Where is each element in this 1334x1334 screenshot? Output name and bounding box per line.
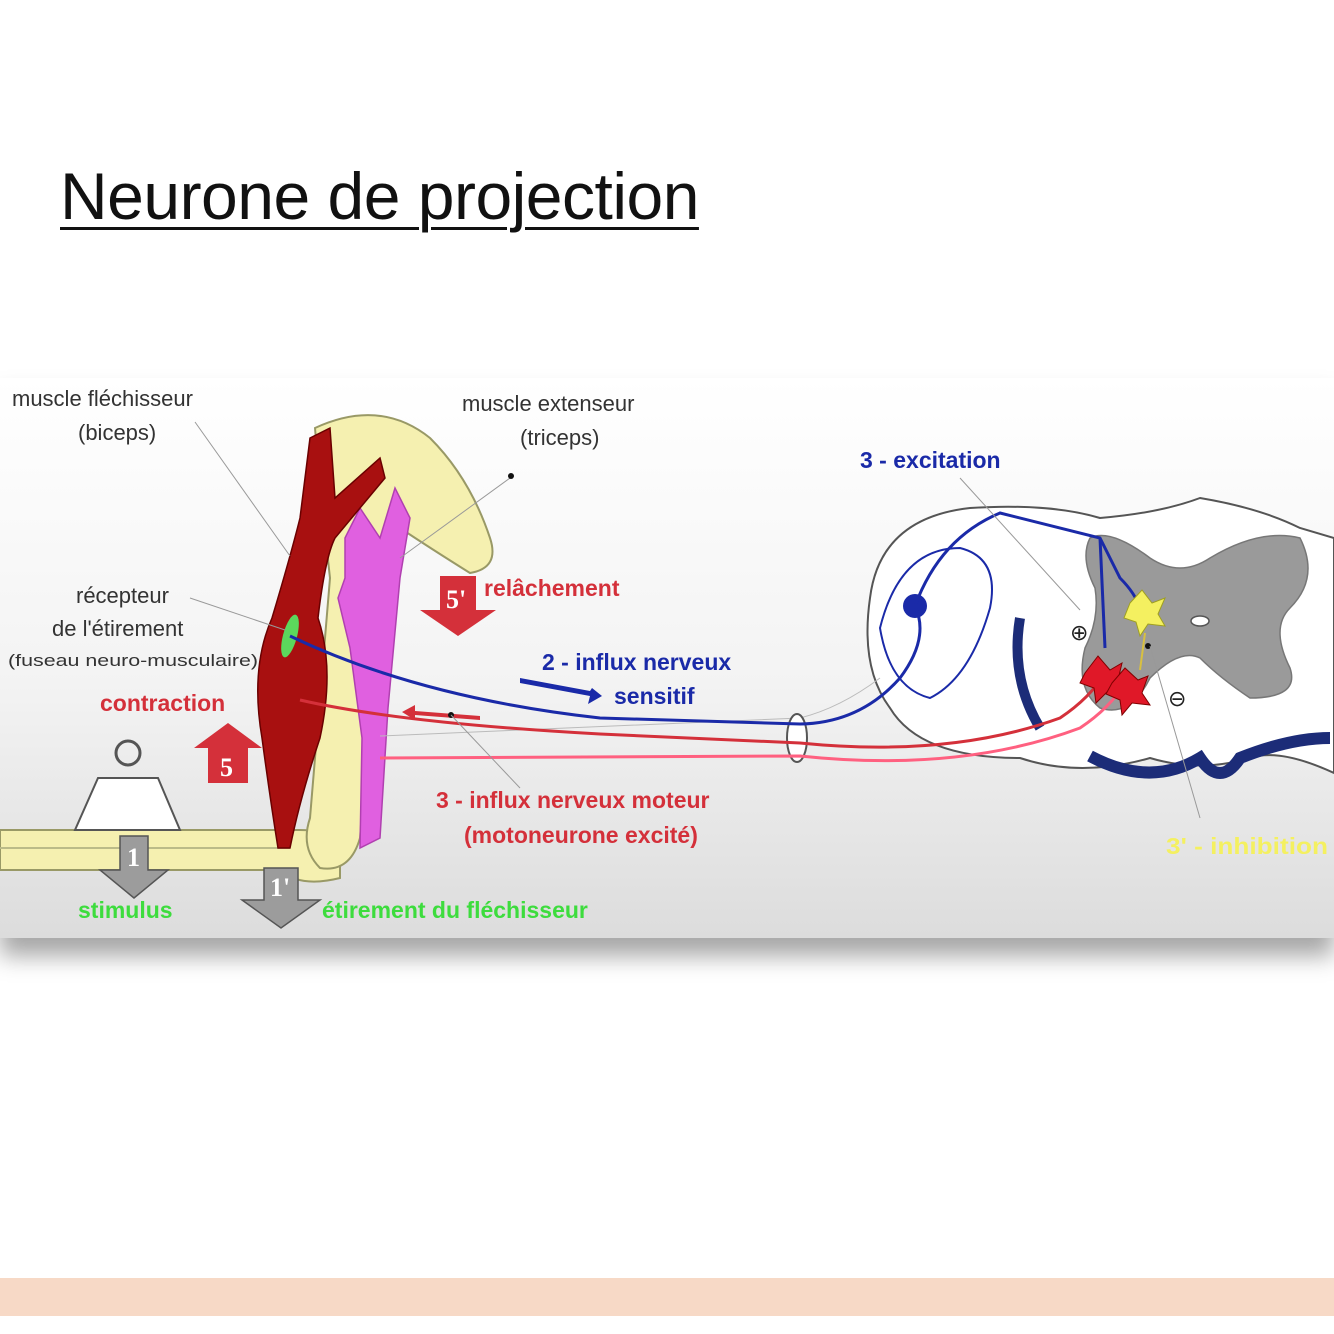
label-flexor-line1: muscle fléchisseur [12, 386, 193, 411]
inhibitory-interneuron [1123, 589, 1166, 638]
label-stretch: étirement du fléchisseur [322, 897, 588, 923]
step-number-contraction: 5 [220, 753, 233, 782]
sensory-pathway [289, 511, 1142, 726]
synapse-dot [1145, 643, 1151, 649]
dorsal-root-ganglion [878, 546, 993, 700]
pointer-line-motor [450, 714, 521, 789]
pointer-line-receptor [189, 597, 286, 631]
label-receptor-line3: (fuseau neuro-musculaire) [8, 651, 258, 670]
label-sensory-line2: sensitif [614, 683, 695, 709]
weight-ring [114, 739, 142, 767]
extensor-muscle [337, 485, 411, 850]
motor-direction-arrow [402, 705, 480, 720]
pointer-line-excitation [959, 477, 1081, 611]
central-canal [1190, 615, 1210, 627]
reflex-arc-diagram: 1 1' 5 5' ⊕ ⊖ muscle fléchisseur (biceps… [0, 386, 1334, 929]
motor-pathway-upper [299, 672, 1107, 749]
motor-pathway-lower [379, 682, 1127, 763]
sensory-direction-arrow [520, 678, 602, 704]
arrow-stretch [239, 867, 323, 929]
nerve-trunk-end [786, 713, 808, 763]
label-motor-line1: 3 - influx nerveux moteur [436, 787, 710, 813]
footer-band [0, 1278, 1334, 1316]
sensory-pathway-branch [1098, 537, 1107, 649]
dorsal-root-band [1012, 617, 1045, 731]
pointer-line-inhibition [1149, 645, 1201, 819]
pointer-line-flexor [194, 421, 291, 557]
arrow-contraction [194, 723, 262, 783]
arrow-relaxation [420, 576, 496, 636]
slide-title: Neurone de projection [60, 159, 699, 233]
flexor-muscle [257, 426, 386, 849]
step-number-stretch: 1' [270, 873, 290, 902]
motoneuron-2 [1105, 667, 1152, 717]
reflex-arc-figure: 1 1' 5 5' ⊕ ⊖ muscle fléchisseur (biceps… [0, 378, 1334, 938]
label-receptor-line1: récepteur [76, 583, 169, 608]
ventral-root-band [1087, 732, 1331, 779]
label-receptor-line2: de l'étirement [52, 616, 183, 641]
arrow-stimulus [97, 835, 171, 899]
label-flexor-line2: (biceps) [78, 420, 156, 445]
label-extensor-line1: muscle extenseur [462, 391, 634, 416]
label-extensor-line2: (triceps) [520, 425, 599, 450]
label-relaxation: relâchement [484, 575, 620, 601]
label-sensory-line1: 2 - influx nerveux [542, 649, 731, 675]
step-number-stimulus: 1 [127, 843, 140, 872]
minus-symbol: ⊖ [1168, 686, 1186, 711]
label-inhibition: 3' - inhibition [1166, 833, 1328, 859]
label-motor-line2: (motoneurone excité) [464, 822, 698, 848]
inhibitory-connection [1139, 632, 1146, 671]
label-stimulus: stimulus [78, 897, 173, 923]
weight-body [73, 777, 182, 831]
label-excitation: 3 - excitation [860, 447, 1001, 473]
step-number-relaxation: 5' [446, 585, 466, 614]
pointer-dot-extensor [508, 473, 514, 479]
plus-symbol: ⊕ [1070, 620, 1088, 645]
pointer-line-extensor [399, 477, 511, 559]
label-contraction: contraction [100, 690, 225, 716]
